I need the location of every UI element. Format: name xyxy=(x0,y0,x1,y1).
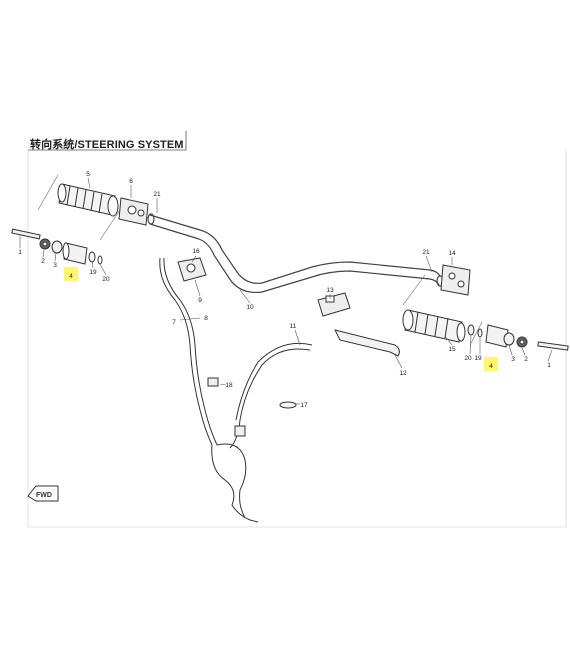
callout-14: 14 xyxy=(448,250,456,257)
callout-18: 18 xyxy=(225,382,233,389)
callout-5: 5 xyxy=(86,171,90,178)
callout-7: 7 xyxy=(172,319,176,326)
left-grip xyxy=(57,183,119,217)
callout-21-left: 21 xyxy=(153,191,161,198)
part-4-highlight-left xyxy=(64,267,78,281)
title-frame xyxy=(28,131,187,151)
brake-lever xyxy=(334,329,400,357)
callout-2-right: 2 xyxy=(524,356,528,363)
callout-21-right: 21 xyxy=(422,249,430,256)
callout-13: 13 xyxy=(326,287,334,294)
border-frame xyxy=(27,150,567,528)
callout-12: 12 xyxy=(399,370,407,377)
callout-2-left: 2 xyxy=(41,258,45,265)
callout-8: 8 xyxy=(204,315,208,322)
right-grip xyxy=(402,309,466,343)
callout-4-left: 4 xyxy=(69,273,73,280)
callout-9: 9 xyxy=(198,297,202,304)
left-group-bracket xyxy=(37,174,121,241)
callout-19-left: 19 xyxy=(89,269,97,276)
part-4-highlight-right xyxy=(484,357,498,371)
fwd-label: FWD xyxy=(36,492,52,499)
callout-1-left: 1 xyxy=(18,249,22,256)
leader-lines xyxy=(19,177,553,405)
callout-19-right: 19 xyxy=(474,355,482,362)
callout-6: 6 xyxy=(129,178,133,185)
right-group-bracket xyxy=(402,274,483,346)
right-switch-housing xyxy=(440,264,471,296)
throttle-housing xyxy=(177,257,207,282)
callout-1-right: 1 xyxy=(547,362,551,369)
right-end-parts xyxy=(467,324,569,351)
callout-10: 10 xyxy=(246,304,254,311)
wire-harness xyxy=(159,257,313,523)
left-end-parts xyxy=(11,228,103,265)
callout-3-left: 3 xyxy=(53,262,57,269)
callout-11: 11 xyxy=(290,323,297,330)
page-title: 转向系统/STEERING SYSTEM xyxy=(30,139,184,151)
callout-3-right: 3 xyxy=(511,356,515,363)
callout-15: 15 xyxy=(448,346,456,353)
left-switch-housing xyxy=(118,197,149,226)
brake-master-cylinder xyxy=(317,292,351,317)
callout-labels: 5 6 21 1 2 3 4 19 20 16 9 10 7 8 21 14 1… xyxy=(18,171,551,409)
callout-17: 17 xyxy=(300,402,308,409)
callout-4-right: 4 xyxy=(489,363,493,370)
fwd-arrow: FWD xyxy=(27,485,59,502)
callout-20-right: 20 xyxy=(464,355,472,362)
callout-20-left: 20 xyxy=(102,276,110,283)
small-parts xyxy=(207,377,297,409)
callout-16: 16 xyxy=(192,248,200,255)
